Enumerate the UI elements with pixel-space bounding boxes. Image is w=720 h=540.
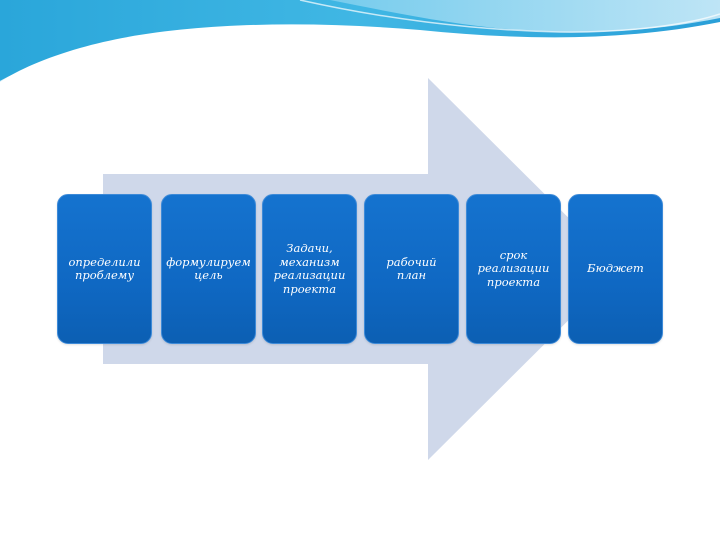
step-label: рабочий план — [371, 256, 452, 283]
step-label: формулируем цель — [166, 256, 251, 283]
step-label: Бюджет — [587, 262, 644, 276]
step-project-timeline[interactable]: срок реализации проекта — [466, 194, 561, 344]
step-formulate-goal[interactable]: формулируем цель — [161, 194, 256, 344]
step-tasks-mechanism[interactable]: Задачи, механизм реализации проекта — [262, 194, 357, 344]
step-work-plan[interactable]: рабочий план — [364, 194, 459, 344]
step-label: срок реализации проекта — [473, 249, 554, 290]
step-label: Задачи, механизм реализации проекта — [269, 242, 350, 296]
step-budget[interactable]: Бюджет — [568, 194, 663, 344]
step-label: определили проблему — [64, 256, 145, 283]
step-define-problem[interactable]: определили проблему — [57, 194, 152, 344]
